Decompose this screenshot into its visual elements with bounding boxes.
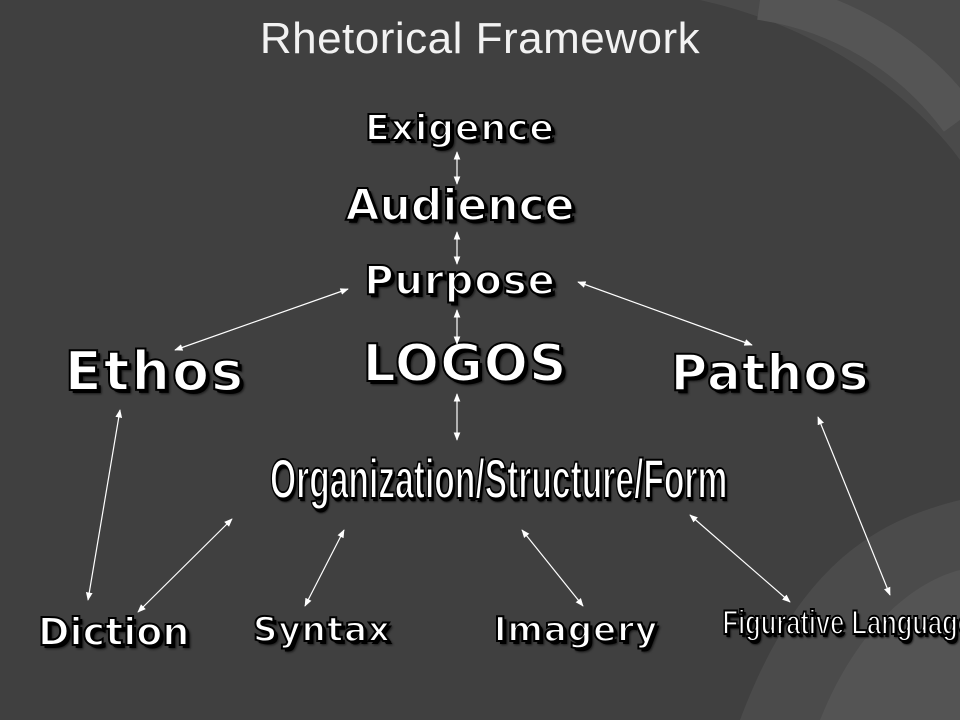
arrow-organization-syntax — [304, 529, 345, 607]
node-audience: Audience — [344, 179, 575, 232]
node-exigence: Exigence — [364, 107, 555, 150]
node-syntax: Syntax — [252, 609, 391, 651]
node-logos: LOGOS — [362, 333, 568, 395]
node-imagery: Imagery — [493, 609, 659, 651]
arrow-organization-imagery — [521, 529, 584, 607]
node-purpose: Purpose — [363, 257, 556, 305]
arrow-ethos-diction — [85, 409, 123, 601]
node-diction: Diction — [37, 609, 190, 655]
arrow-purpose-pathos — [577, 281, 753, 346]
arrow-purpose-ethos — [174, 288, 349, 351]
node-organization: Organization/Structure/Form — [269, 446, 728, 511]
arrow-pathos-figurative — [817, 416, 891, 596]
page-title: Rhetorical Framework — [259, 14, 701, 63]
arrow-organization-diction — [137, 518, 233, 613]
arrow-organization-figurative — [689, 514, 791, 603]
node-pathos: Pathos — [670, 343, 870, 403]
